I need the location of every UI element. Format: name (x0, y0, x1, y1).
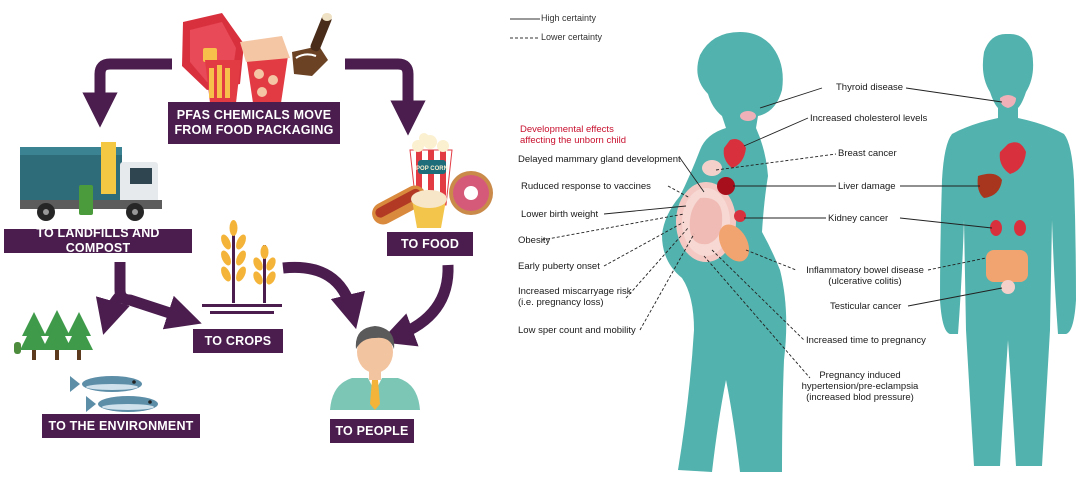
leader-ibd-woman (745, 249, 797, 271)
crops-illustration (202, 220, 282, 314)
label-landfills: TO LANDFILLS AND COMPOST (4, 226, 192, 255)
legend-dashed-label: Lower certainty (541, 32, 603, 42)
effect-breast: Breast cancer (838, 148, 897, 159)
flow-arrows (82, 58, 454, 347)
leader-mammary (679, 157, 705, 193)
leader-thyroid-man (905, 87, 1003, 103)
leader-testicular (907, 287, 1003, 307)
effect-pregnancy-time: Increased time to pregnancy (806, 335, 926, 346)
label-crops: TO CROPS (193, 329, 283, 353)
arrow-food-to-people (379, 264, 454, 347)
arrow-crops-to-people (282, 261, 365, 330)
effect-puberty: Early puberty onset (518, 261, 600, 272)
leader-birthweight (603, 205, 687, 215)
effect-preeclampsia: Pregnancy induced hypertension/pre-eclam… (801, 370, 919, 403)
effect-vaccines: Ruduced response to vaccines (521, 181, 651, 192)
label-food-packaging: PFAS CHEMICALS MOVE FROM FOOD PACKAGING (168, 102, 340, 144)
developmental-heading: Developmental effects affecting the unbo… (520, 124, 626, 146)
arrow-to-environment (95, 292, 130, 335)
garbage-truck-illustration (20, 142, 162, 221)
leader-miscarriage (625, 227, 689, 299)
legend-lines (510, 18, 540, 39)
effect-testicular: Testicular cancer (830, 301, 902, 312)
food-illustration: POP CORN (372, 133, 493, 228)
person-illustration (330, 326, 420, 410)
effect-miscarriage: Increased miscarryage risk (i.e. pregnan… (518, 286, 632, 308)
label-environment: TO THE ENVIRONMENT (42, 414, 200, 438)
leader-breast (715, 153, 837, 171)
leader-pregnancy-time (711, 249, 805, 341)
effect-mammary: Delayed mammary gland development (518, 154, 681, 165)
legend-solid-label: High certainty (541, 13, 597, 23)
effect-sperm: Low sper count and mobility (518, 325, 636, 336)
arrow-landfill-down (114, 262, 202, 330)
effect-cholesterol: Increased cholesterol levels (810, 113, 928, 124)
environment-illustration (14, 310, 158, 412)
effect-birthweight: Lower birth weight (521, 209, 599, 220)
womb-illustration (676, 111, 756, 262)
effect-thyroid: Thyroid disease (836, 82, 904, 93)
leader-preeclampsia (703, 255, 811, 379)
leader-thyroid-woman (759, 87, 823, 109)
leader-sperm (639, 233, 695, 331)
arrow-to-food (345, 58, 426, 136)
effect-kidney: Kidney cancer (828, 213, 889, 224)
food-packaging-illustration (182, 13, 332, 103)
leader-vaccines (667, 185, 691, 199)
leader-kidney-man (899, 217, 993, 229)
leader-puberty (603, 221, 685, 267)
effect-liver: Liver damage (838, 181, 896, 192)
effect-obesity: Obesity (518, 235, 551, 246)
male-organs (977, 95, 1028, 294)
effect-ibd: Inflammatory bowel disease (ulcerative c… (806, 265, 924, 287)
leader-cholesterol (743, 117, 809, 147)
label-people: TO PEOPLE (330, 419, 414, 443)
leader-lines (541, 87, 1003, 379)
leader-obesity (541, 213, 685, 241)
popcorn-text: POP CORN (416, 166, 448, 172)
arrow-to-landfills (82, 58, 172, 128)
label-food: TO FOOD (387, 232, 473, 256)
